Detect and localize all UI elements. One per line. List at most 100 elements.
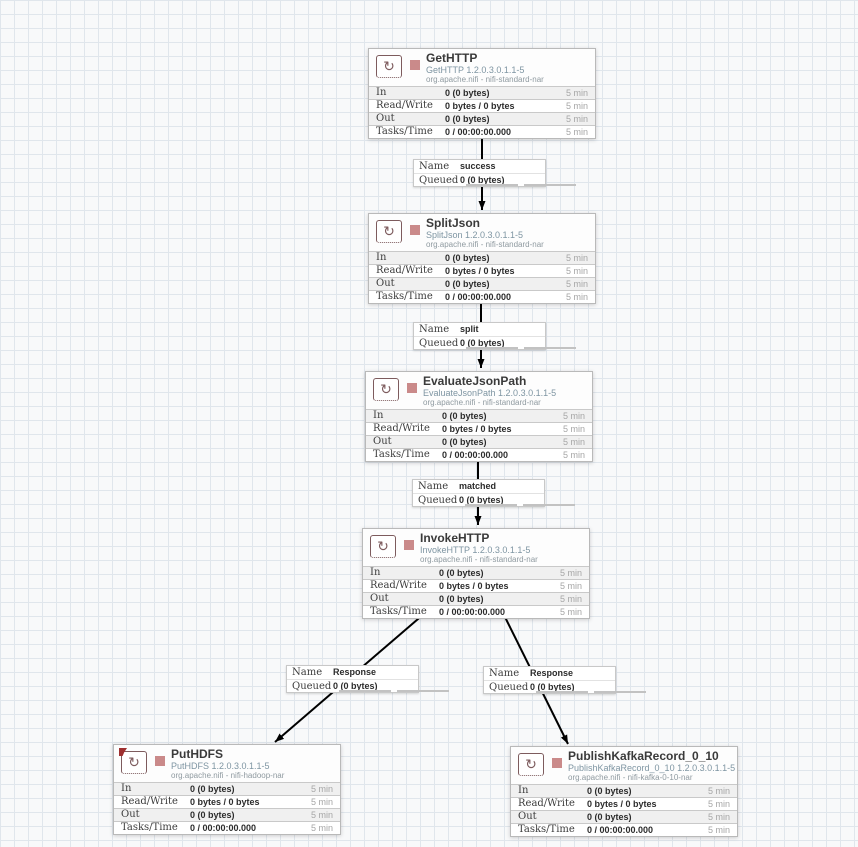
stat-window: 5 min	[707, 825, 730, 835]
processor-node[interactable]: ↻ PublishKafkaRecord_0_10 PublishKafkaRe…	[510, 746, 738, 837]
processor-version: InvokeHTTP 1.2.0.3.0.1.1-5	[420, 545, 531, 555]
stat-value: 0 (0 bytes)	[190, 810, 235, 820]
stat-window: 5 min	[559, 607, 582, 617]
connection-queued-row: Queued 0 (0 bytes)	[287, 679, 418, 693]
stat-window: 5 min	[565, 292, 588, 302]
processor-titles: InvokeHTTP InvokeHTTP 1.2.0.3.0.1.1-5 or…	[420, 531, 538, 565]
stat-window: 5 min	[559, 594, 582, 604]
stat-value: 0 / 00:00:00.000	[439, 607, 506, 617]
stat-window: 5 min	[310, 823, 333, 833]
stat-label: Read/Write	[376, 265, 433, 276]
queue-count-indicator	[524, 184, 576, 186]
stat-window: 5 min	[559, 581, 582, 591]
refresh-icon-glyph: ↻	[383, 58, 395, 74]
processor-node[interactable]: ↻ InvokeHTTP InvokeHTTP 1.2.0.3.0.1.1-5 …	[362, 528, 590, 619]
stat-value: 0 (0 bytes)	[445, 279, 490, 289]
stat-value: 0 / 00:00:00.000	[445, 292, 512, 302]
connection-label[interactable]: Name Response Queued 0 (0 bytes)	[286, 665, 449, 693]
connection-label[interactable]: Name matched Queued 0 (0 bytes)	[412, 479, 575, 507]
stat-value: 0 (0 bytes)	[587, 812, 632, 822]
processor-name: InvokeHTTP	[420, 531, 490, 545]
stat-window: 5 min	[310, 784, 333, 794]
processor-header: ↻ PublishKafkaRecord_0_10 PublishKafkaRe…	[511, 747, 737, 784]
stat-label: Out	[518, 811, 537, 822]
stat-label: Read/Write	[376, 100, 433, 111]
refresh-icon-glyph: ↻	[128, 754, 140, 770]
queue-count-indicator	[524, 347, 576, 349]
processor-node[interactable]: ↻ SplitJson SplitJson 1.2.0.3.0.1.1-5 or…	[368, 213, 596, 304]
stat-window: 5 min	[707, 812, 730, 822]
queue-count-indicator	[594, 691, 646, 693]
connection-label[interactable]: Name success Queued 0 (0 bytes)	[413, 159, 576, 187]
refresh-icon: ↻	[370, 535, 396, 558]
processor-node[interactable]: ↻ PutHDFS PutHDFS 1.2.0.3.0.1.1-5 org.ap…	[113, 744, 341, 835]
refresh-icon: ↻	[518, 753, 544, 776]
stat-window: 5 min	[707, 799, 730, 809]
connection-label[interactable]: Name split Queued 0 (0 bytes)	[413, 322, 576, 350]
stopped-status-icon	[410, 225, 420, 235]
processor-titles: GetHTTP GetHTTP 1.2.0.3.0.1.1-5 org.apac…	[426, 52, 544, 85]
refresh-icon-glyph: ↻	[525, 756, 537, 772]
queue-size-indicator	[466, 347, 518, 349]
processor-name: EvaluateJsonPath	[423, 374, 527, 388]
stat-window: 5 min	[562, 450, 585, 460]
connection-queued-value: 0 (0 bytes)	[333, 681, 378, 691]
processor-header: ↻ SplitJson SplitJson 1.2.0.3.0.1.1-5 or…	[369, 214, 595, 251]
queue-size-indicator	[466, 184, 518, 186]
stat-value: 0 bytes / 0 bytes	[442, 424, 512, 434]
stat-window: 5 min	[559, 568, 582, 578]
connection-queued-key: Queued	[489, 682, 529, 693]
stat-value: 0 (0 bytes)	[587, 786, 632, 796]
stat-value: 0 (0 bytes)	[439, 568, 484, 578]
processor-node[interactable]: ↻ EvaluateJsonPath EvaluateJsonPath 1.2.…	[365, 371, 593, 462]
stat-label: In	[376, 252, 387, 263]
stat-window: 5 min	[565, 127, 588, 137]
connection-name-row: Name split	[414, 323, 545, 336]
stopped-status-icon	[407, 383, 417, 393]
refresh-icon-glyph: ↻	[377, 538, 389, 554]
refresh-icon-glyph: ↻	[383, 223, 395, 239]
stopped-status-icon	[552, 758, 562, 768]
processor-titles: PutHDFS PutHDFS 1.2.0.3.0.1.1-5 org.apac…	[171, 748, 284, 781]
processor-header: ↻ InvokeHTTP InvokeHTTP 1.2.0.3.0.1.1-5 …	[363, 529, 589, 566]
connection-queued-row: Queued 0 (0 bytes)	[414, 336, 545, 350]
connection-name-key: Name	[419, 324, 450, 335]
processor-bundle: org.apache.nifi - nifi-standard-nar	[426, 75, 544, 84]
queue-size-indicator	[536, 691, 588, 693]
processor-node[interactable]: ↻ GetHTTP GetHTTP 1.2.0.3.0.1.1-5 org.ap…	[368, 48, 596, 139]
processor-bundle: org.apache.nifi - nifi-standard-nar	[420, 555, 538, 564]
stat-window: 5 min	[707, 786, 730, 796]
stat-value: 0 (0 bytes)	[442, 411, 487, 421]
stat-label: Read/Write	[518, 798, 575, 809]
refresh-icon: ↻	[376, 220, 402, 243]
connection-label[interactable]: Name Response Queued 0 (0 bytes)	[483, 666, 646, 694]
connection-name-row: Name success	[414, 160, 545, 173]
connection-name-key: Name	[419, 161, 450, 172]
connection-name-row: Name Response	[484, 667, 615, 680]
refresh-icon: ↻	[376, 55, 402, 78]
connection-name-key: Name	[489, 668, 520, 679]
connection-name-value: matched	[459, 481, 497, 491]
stat-label: In	[121, 783, 132, 794]
stat-value: 0 (0 bytes)	[445, 253, 490, 263]
stat-label: Tasks/Time	[376, 126, 433, 137]
stat-label: Out	[376, 278, 395, 289]
connection-name-row: Name matched	[413, 480, 544, 493]
connection-queued-value: 0 (0 bytes)	[460, 338, 505, 348]
refresh-icon-glyph: ↻	[380, 381, 392, 397]
connection-name-key: Name	[292, 667, 323, 678]
stat-window: 5 min	[565, 114, 588, 124]
connection-queued-key: Queued	[418, 495, 458, 506]
connection-name-key: Name	[418, 481, 449, 492]
